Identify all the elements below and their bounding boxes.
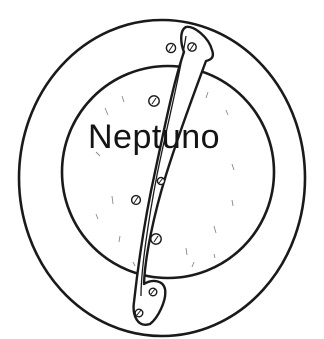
- moon-5: [132, 196, 141, 205]
- moon-4: [157, 177, 164, 184]
- moon-8: [135, 309, 143, 317]
- moon-3: [149, 96, 159, 106]
- planet-name-label: Neptuno: [88, 118, 278, 157]
- moon-6: [151, 234, 161, 244]
- moon-1: [166, 43, 175, 52]
- moon-2: [188, 43, 196, 51]
- moon-7: [149, 288, 157, 296]
